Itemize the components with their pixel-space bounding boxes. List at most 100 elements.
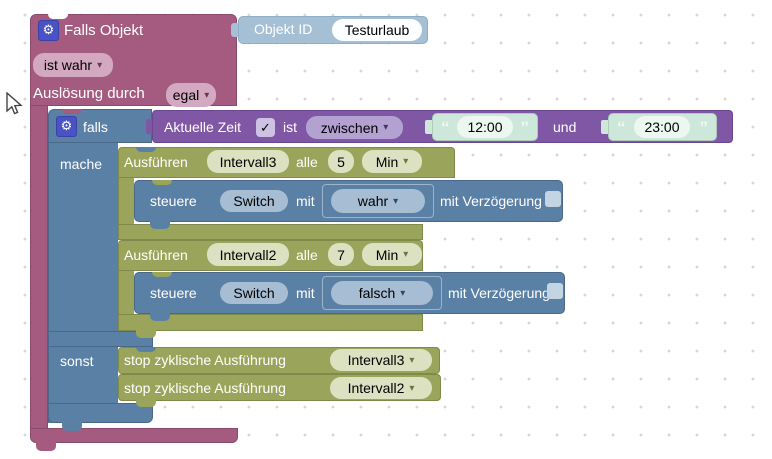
objekt-id-left-tab: [231, 23, 240, 37]
trigger-dropdown-value: egal: [172, 87, 200, 103]
delay-label: mit Verzögerung: [448, 285, 550, 301]
top-notch: [62, 109, 82, 114]
steuere-label: steuere: [150, 285, 197, 301]
time-mode-value: zwischen: [320, 119, 379, 136]
delay-label: mit Verzögerung: [440, 193, 542, 209]
time-condition-checkbox[interactable]: ✓: [256, 118, 275, 137]
chevron-down-icon: ▾: [383, 122, 389, 133]
objekt-id-value: Testurlaub: [344, 22, 410, 38]
stop-label: stop zyklische Ausführung: [124, 352, 286, 368]
falls-objekt-left-column: [30, 106, 48, 428]
time-to-left-tab: [601, 120, 609, 134]
chevron-down-icon: ▾: [400, 287, 406, 299]
time-from-value: 12:00: [467, 119, 503, 135]
object-value: Switch: [233, 193, 275, 209]
chevron-down-icon: ▾: [403, 249, 409, 260]
interval-left-column: [118, 271, 134, 314]
falls-label: falls: [83, 119, 108, 135]
chevron-down-icon: ▾: [204, 89, 210, 101]
action-label: Ausführen: [124, 247, 188, 263]
interval-value-field[interactable]: 5: [328, 150, 354, 173]
value-dropdown[interactable]: wahr ▾: [331, 189, 425, 213]
chevron-down-icon: ▾: [409, 354, 415, 366]
interval-value-field[interactable]: 7: [328, 243, 354, 266]
gear-glyph: ⚙: [42, 22, 55, 37]
action-label: Ausführen: [124, 154, 188, 170]
delay-checkbox[interactable]: [547, 283, 563, 299]
bottom-tab: [150, 313, 170, 321]
interval-value: 5: [337, 153, 345, 170]
every-label: alle: [296, 247, 318, 263]
time-condition-left-tab: [146, 119, 154, 134]
falls-if-else-row: [48, 331, 153, 347]
condition-dropdown[interactable]: ist wahr ▾: [33, 53, 113, 77]
gear-icon[interactable]: ⚙: [38, 20, 59, 41]
value-dropdown-value: wahr: [357, 193, 389, 209]
checkmark-icon: ✓: [260, 119, 271, 135]
gear-glyph: ⚙: [60, 118, 73, 133]
time-condition-label: Aktuelle Zeit: [164, 119, 242, 135]
value-dropdown[interactable]: falsch ▾: [331, 281, 433, 305]
falls-if-bottom-bar: [48, 403, 153, 423]
unit-value: Min: [375, 246, 399, 263]
bottom-tab: [150, 221, 170, 229]
interval-bottom-bar: [118, 314, 423, 331]
trigger-dropdown[interactable]: egal ▾: [166, 83, 216, 107]
object-field[interactable]: Switch: [220, 282, 288, 304]
falls-objekt-title: Falls Objekt: [64, 22, 144, 39]
time-from-left-tab: [425, 120, 433, 134]
falls-objekt-bottom-tab: [36, 442, 56, 451]
steuere-label: steuere: [150, 193, 197, 209]
unit-value: Min: [375, 153, 399, 170]
object-field[interactable]: Switch: [220, 190, 288, 212]
interval-name-value: Intervall3: [219, 153, 277, 170]
mache-label: mache: [60, 156, 103, 172]
stop-interval-dropdown[interactable]: Intervall2 ▾: [330, 377, 432, 399]
trigger-label: Auslösung durch: [33, 85, 145, 102]
open-quote-icon: “: [617, 118, 626, 137]
chevron-down-icon: ▾: [403, 156, 409, 167]
top-notch: [152, 180, 172, 185]
gear-icon[interactable]: ⚙: [56, 116, 77, 137]
time-from-field[interactable]: 12:00: [457, 116, 513, 138]
ist-label: ist: [283, 119, 297, 135]
bottom-tab: [136, 330, 156, 338]
objekt-id-label: Objekt ID: [254, 21, 313, 37]
falls-objekt-bottom-bar: [30, 428, 238, 443]
interval-name-field[interactable]: Intervall2: [207, 243, 289, 266]
unit-dropdown[interactable]: Min ▾: [362, 150, 422, 173]
close-quote-icon: ”: [699, 118, 709, 137]
chevron-down-icon: ▾: [97, 59, 103, 71]
condition-dropdown-value: ist wahr: [43, 57, 93, 73]
value-dropdown-value: falsch: [358, 285, 396, 301]
und-label: und: [553, 119, 577, 135]
interval-name-value: Intervall2: [219, 246, 277, 263]
top-notch: [136, 347, 156, 352]
interval-left-column: [118, 178, 134, 224]
top-notch: [48, 14, 68, 19]
delay-checkbox[interactable]: [545, 191, 561, 207]
close-quote-icon: ”: [520, 118, 530, 137]
interval-bottom-bar: [118, 224, 423, 240]
interval-name-field[interactable]: Intervall3: [207, 150, 289, 173]
stop-interval-dropdown[interactable]: Intervall3 ▾: [330, 349, 432, 371]
mit-label: mit: [296, 285, 315, 301]
top-notch: [152, 272, 172, 277]
falls-if-bottom-tab: [62, 422, 82, 431]
time-mode-dropdown[interactable]: zwischen ▾: [306, 116, 403, 139]
top-notch: [136, 147, 156, 152]
unit-dropdown[interactable]: Min ▾: [362, 243, 422, 266]
object-value: Switch: [233, 285, 275, 301]
falls-if-left-column: [48, 143, 118, 423]
time-to-value: 23:00: [644, 119, 680, 135]
objekt-id-field[interactable]: Testurlaub: [332, 19, 422, 41]
every-label: alle: [296, 154, 318, 170]
sonst-label: sonst: [60, 353, 94, 369]
chevron-down-icon: ▾: [393, 195, 399, 207]
interval-value: 7: [337, 246, 345, 263]
chevron-down-icon: ▾: [409, 382, 415, 394]
time-to-field[interactable]: 23:00: [634, 116, 690, 138]
bottom-tab: [136, 400, 156, 407]
stop-interval-value: Intervall2: [347, 380, 405, 396]
